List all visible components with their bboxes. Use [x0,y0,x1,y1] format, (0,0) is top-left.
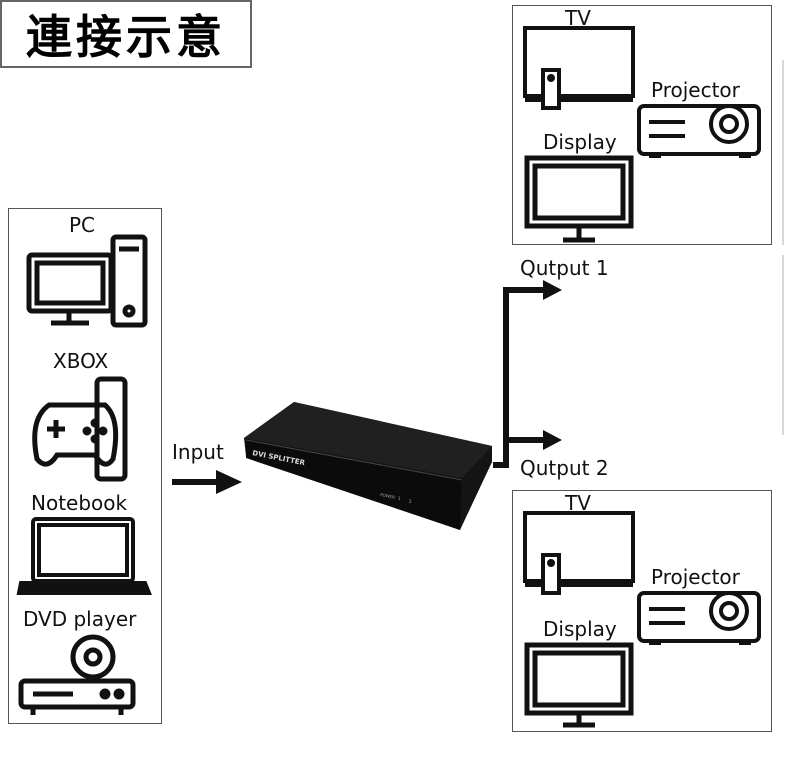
splitter-brand-text: DVI SPLITTER [252,449,307,467]
output-2-label: Qutput 2 [520,456,609,480]
pc-icon [26,234,148,328]
display-label: Display [543,130,617,154]
source-devices-panel: PC XBOX Notebook DVD player [8,208,162,724]
splitter-led-label-1: 1 [398,496,401,501]
output-1-label: Qutput 1 [520,256,609,280]
input-arrow [172,470,242,494]
source-label-dvd: DVD player [23,607,137,631]
output-arrows [493,280,562,468]
projector-icon [637,591,761,645]
projector-label: Projector [651,565,740,589]
tv-icon [523,511,635,595]
gamepad-icon [32,376,128,482]
dvi-splitter-device: DVI SPLITTER POWER 1 2 [244,402,492,530]
source-label-pc: PC [69,213,96,237]
dvd-player-icon [18,634,136,715]
display-label: Display [543,617,617,641]
projector-icon [637,104,761,158]
display-icon [524,642,634,728]
splitter-led-label-2: 2 [409,499,412,504]
input-label: Input [172,440,224,464]
splitter-led-label-power: POWER [380,492,396,500]
page-title: 連接示意 [0,0,252,68]
output-1-panel: TV Projector Display [512,5,772,245]
laptop-icon [16,517,152,595]
projector-label: Projector [651,78,740,102]
output-2-panel: TV Projector Display [512,490,772,732]
tv-icon [523,26,635,110]
display-icon [524,155,634,243]
source-label-xbox: XBOX [53,349,109,373]
source-label-notebook: Notebook [31,491,128,515]
